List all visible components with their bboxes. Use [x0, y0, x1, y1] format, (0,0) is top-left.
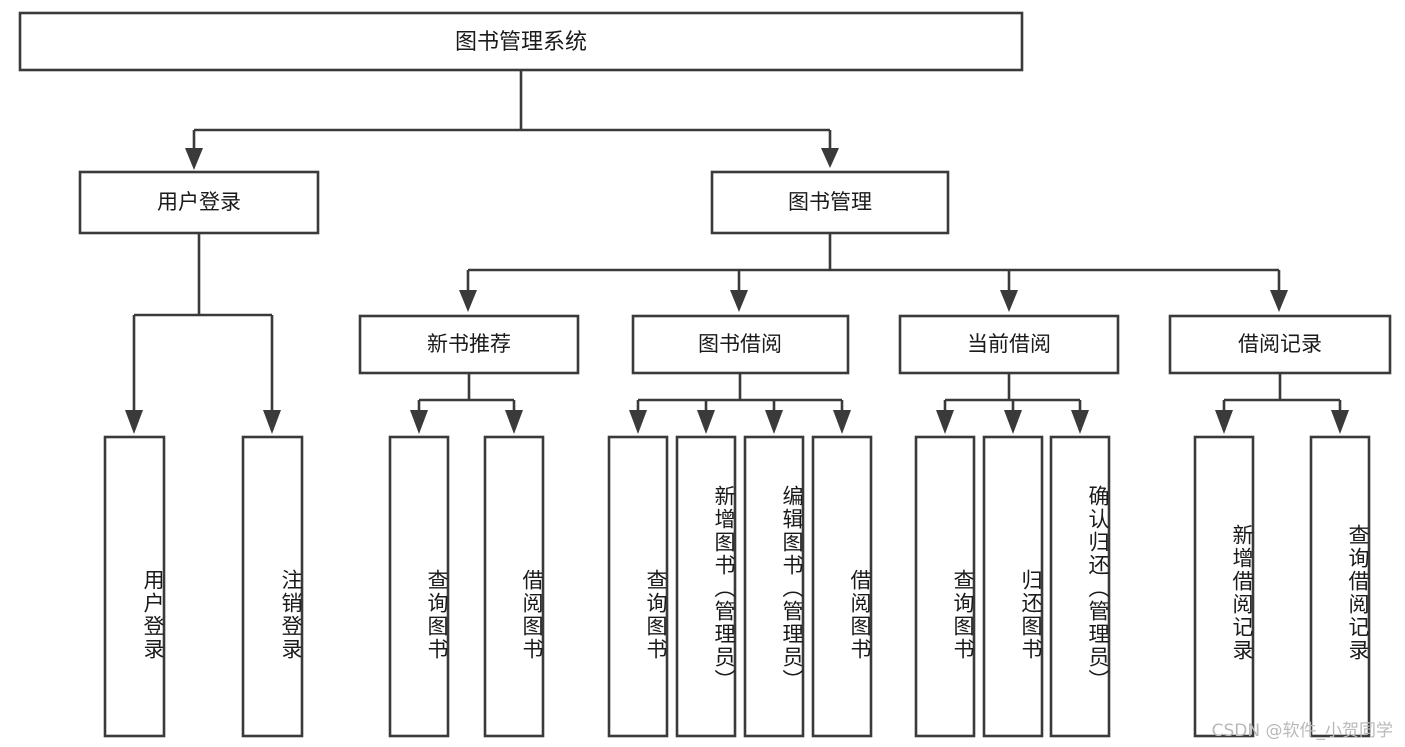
- arrow-nbr-leaf-1: [410, 410, 428, 434]
- node-borrow-record-label: 借阅记录: [1238, 332, 1322, 356]
- arrow-bb-leaf-1: [629, 410, 647, 434]
- arrow-to-user-login: [185, 148, 203, 170]
- node-book-management-label: 图书管理: [788, 190, 872, 214]
- leaf-box-group: [103, 435, 1371, 738]
- arrow-to-book-mgmt: [821, 148, 839, 168]
- node-borrow-record[interactable]: 借阅记录: [1168, 314, 1392, 375]
- leaf-box-bb-2[interactable]: [675, 435, 737, 738]
- leaf-box-bb-4[interactable]: [811, 435, 873, 738]
- arrow-user-login-leaf-1: [125, 410, 143, 434]
- node-current-borrow-box[interactable]: [898, 314, 1120, 375]
- arrow-cb-leaf-3: [1071, 410, 1089, 434]
- node-current-borrow[interactable]: 当前借阅: [898, 314, 1120, 375]
- leaf-box-br-1[interactable]: [1193, 435, 1255, 738]
- node-user-login-label: 用户登录: [157, 190, 241, 214]
- arrow-bb-leaf-3: [765, 410, 783, 434]
- leaf-box-nbr-1[interactable]: [388, 435, 450, 738]
- node-book-management-box[interactable]: [710, 170, 950, 235]
- connector-group: [125, 71, 1349, 434]
- node-user-login-box[interactable]: [78, 170, 320, 235]
- leaf-box-user-login-1[interactable]: [103, 435, 166, 738]
- arrow-user-login-leaf-2: [263, 410, 281, 434]
- node-book-borrow-label: 图书借阅: [698, 332, 782, 356]
- leaf-box-nbr-2[interactable]: [483, 435, 545, 738]
- node-new-book-recommend-label: 新书推荐: [427, 332, 511, 356]
- node-new-book-recommend[interactable]: 新书推荐: [358, 314, 580, 375]
- node-book-borrow-box[interactable]: [631, 314, 850, 375]
- arrow-cb-leaf-2: [1004, 410, 1022, 434]
- node-root-label: 图书管理系统: [455, 30, 587, 55]
- arrow-br-leaf-2: [1331, 410, 1349, 434]
- leaf-box-cb-3[interactable]: [1049, 435, 1111, 738]
- arrow-nbr-leaf-2: [505, 410, 523, 434]
- node-book-management[interactable]: 图书管理: [710, 170, 950, 235]
- leaf-box-bb-1[interactable]: [607, 435, 669, 738]
- arrow-to-book-borrow: [730, 290, 748, 312]
- leaf-box-user-login-2[interactable]: [241, 435, 304, 738]
- arrow-cb-leaf-1: [936, 410, 954, 434]
- node-current-borrow-label: 当前借阅: [967, 332, 1051, 356]
- node-user-login[interactable]: 用户登录: [78, 170, 320, 235]
- leaf-box-br-2[interactable]: [1309, 435, 1371, 738]
- watermark: CSDN @软件_小贺同学: [1211, 721, 1393, 741]
- arrow-bb-leaf-2: [697, 410, 715, 434]
- leaf-box-bb-3[interactable]: [743, 435, 805, 738]
- arrow-to-borrow-record: [1270, 290, 1288, 312]
- node-book-borrow[interactable]: 图书借阅: [631, 314, 850, 375]
- arrow-bb-leaf-4: [833, 410, 851, 434]
- leaf-box-cb-2[interactable]: [982, 435, 1044, 738]
- node-root[interactable]: 图书管理系统: [18, 11, 1024, 72]
- node-new-book-recommend-box[interactable]: [358, 314, 580, 375]
- leaf-box-cb-1[interactable]: [914, 435, 976, 738]
- arrow-to-new-book-recommend: [459, 290, 477, 312]
- node-borrow-record-box[interactable]: [1168, 314, 1392, 375]
- arrow-to-current-borrow: [1000, 290, 1018, 312]
- node-root-box[interactable]: [18, 11, 1024, 72]
- arrow-br-leaf-1: [1215, 410, 1233, 434]
